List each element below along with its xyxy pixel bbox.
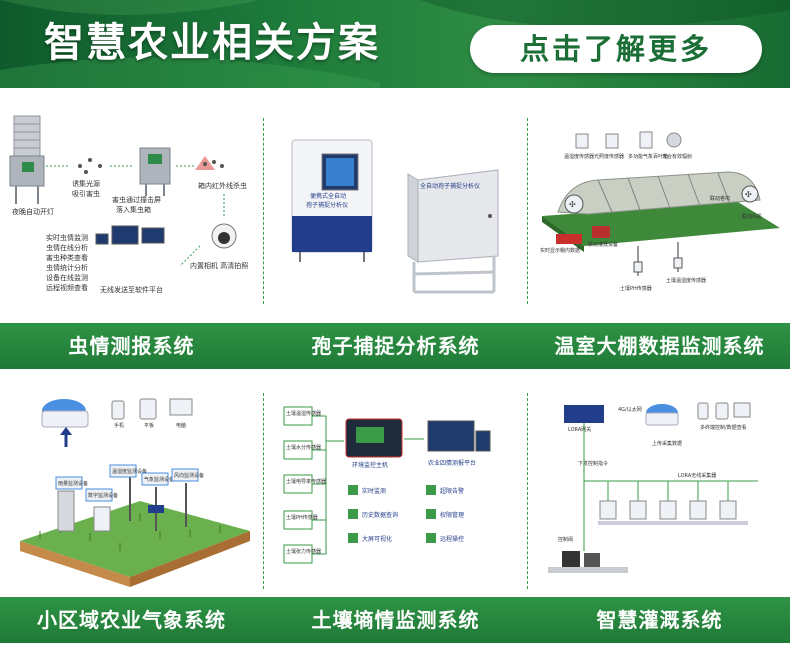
upload-label: 无线发送至软件平台 <box>100 285 163 294</box>
soil-feature: 大屏可视化 <box>362 535 392 543</box>
irrigation-illustration: LORA网关 4G/以太网 多终端控制/数据查看 上传采集数据 下发控制指令 L… <box>528 381 790 597</box>
weather-sensor: 数字监测设备 <box>88 492 118 499</box>
net-label: 4G/以太网 <box>618 406 642 413</box>
screen-label-2: 落入集虫箱 <box>116 205 151 214</box>
gh-sensor: 多功能气象百叶箱 <box>628 153 668 160</box>
row-gap <box>0 369 790 381</box>
fan-label: 联动风机 <box>742 213 762 220</box>
infrared-label: 箱内红外线杀虫 <box>198 181 247 190</box>
soil-temp-label: 土壤温湿度传感器 <box>666 277 706 284</box>
soil-feature: 权限管理 <box>440 511 464 519</box>
device-label: 手机 <box>114 422 124 429</box>
spore-cabinet-label: 全自动孢子捕捉分析仪 <box>420 182 480 190</box>
gh-sensor: 温湿度传感器 <box>564 153 594 160</box>
night-lamp-label: 夜晚自动开灯 <box>12 207 54 216</box>
device-label: 平板 <box>144 422 154 429</box>
soil-feature: 实时监测 <box>362 487 386 495</box>
weather-sensor: 气象监测设备 <box>144 476 174 483</box>
solution-label-band-1: 虫情测报系统 孢子捕捉分析系统 温室大棚数据监测系统 <box>0 323 790 369</box>
soil-monitoring-illustration: 土壤温湿传感器 土壤水分传感器 土壤电导率传感器 土壤PH传感器 土壤张力传感器… <box>264 381 527 597</box>
soil-sensor: 土壤电导率传感器 <box>286 478 326 485</box>
leaf-background <box>0 0 790 88</box>
solution-label-band-2: 小区域农业气象系统 土壤墒情监测系统 智慧灌溉系统 <box>0 597 790 643</box>
irrigation-system-label[interactable]: 智慧灌溉系统 <box>596 608 723 632</box>
gh-sensor: 光照度传感器 <box>594 153 624 160</box>
learn-more-button[interactable]: 点击了解更多 <box>470 25 762 73</box>
soil-sensor: 土壤水分传感器 <box>286 444 321 451</box>
gh-irrigation-label: 联动灌溉设备 <box>588 241 618 248</box>
weather-sensor: 风向监测设备 <box>174 472 204 479</box>
soil-sensor: 土壤温湿传感器 <box>286 410 321 417</box>
pest-feature: 虫情统计分析 <box>46 263 88 272</box>
weather-sensor: 雨量监测设备 <box>58 480 88 487</box>
pest-feature: 远程视频查看 <box>46 283 88 292</box>
screen-label: 害虫通过撞击屏 <box>112 195 161 204</box>
pest-feature: 实时虫情监测 <box>46 233 88 242</box>
host-label: 环境监控主机 <box>352 461 388 469</box>
divider <box>527 393 528 589</box>
soil-ph-label: 土壤PH传感器 <box>620 285 652 292</box>
divider <box>263 393 264 589</box>
uplink-label: 上传采集数据 <box>652 440 682 447</box>
header-banner: 智慧农业相关方案 点击了解更多 <box>0 0 790 88</box>
lure-label-2: 吸引害虫 <box>72 189 100 198</box>
pest-system-label[interactable]: 虫情测报系统 <box>68 334 195 358</box>
soil-feature: 超限告警 <box>440 487 464 495</box>
spore-front-label: 便携式全自动 <box>310 192 346 200</box>
divider <box>527 118 528 304</box>
camera-label: 内置相机 高清拍照 <box>190 261 248 270</box>
pest-feature: 害虫种类查看 <box>46 253 88 262</box>
weather-station-illustration: 手机 平板 电脑 雨量监测设备 数字监测设备 温湿度监测设备 <box>0 381 263 597</box>
downlink-label: 下发控制指令 <box>578 460 608 467</box>
soil-system-label[interactable]: 土壤墒情监测系统 <box>311 608 480 632</box>
greenhouse-system-label[interactable]: 温室大棚数据监测系统 <box>554 334 765 358</box>
soil-feature: 远程操控 <box>440 535 464 543</box>
platform-label: 农业四情测报平台 <box>428 459 476 467</box>
terminal-label: 多终端控制/数据查看 <box>700 424 747 431</box>
lora-label: LORA网关 <box>568 426 591 433</box>
weather-sensor: 温湿度监测设备 <box>112 468 147 475</box>
pest-feature: 虫情在线分析 <box>46 243 88 252</box>
soil-sensor: 土壤张力传感器 <box>286 548 321 555</box>
pest-feature-list: 实时虫情监测 虫情在线分析 害虫种类查看 虫情统计分析 设备在线监测 远程视频查… <box>46 233 88 292</box>
pump-label: 控制阀 <box>558 536 573 543</box>
spore-system-label[interactable]: 孢子捕捉分析系统 <box>311 334 480 358</box>
device-label: 电脑 <box>176 422 186 429</box>
pest-feature: 设备在线监测 <box>46 273 88 282</box>
svg-text:✣: ✣ <box>745 190 752 199</box>
pest-monitoring-illustration: 夜晚自动开灯 诱集光源 吸引害虫 害虫通过撞击屏 落入集虫箱 箱内红外线杀虫 内… <box>0 96 263 322</box>
nodes-label: LORA无线采集器 <box>678 472 716 479</box>
spore-front-label-2: 孢子捕捉分析仪 <box>306 201 348 209</box>
divider <box>263 118 264 304</box>
gh-sensor: 光合有效辐射 <box>662 153 692 160</box>
weather-system-label[interactable]: 小区域农业气象系统 <box>37 608 226 632</box>
soil-sensor: 土壤PH传感器 <box>286 514 318 521</box>
lure-label: 诱集光源 <box>72 179 100 188</box>
svg-text:✣: ✣ <box>569 200 576 209</box>
spore-analyzer-illustration: 便携式全自动 孢子捕捉分析仪 全自动孢子捕捉分析仪 <box>264 96 527 322</box>
gh-display-label: 实时显示棚内数据 <box>540 247 580 254</box>
soil-feature: 历史数据查询 <box>362 511 398 519</box>
page-title: 智慧农业相关方案 <box>44 20 380 66</box>
curtain-label: 联动卷帘 <box>710 195 730 202</box>
greenhouse-illustration: 温湿度传感器 光照度传感器 多功能气象百叶箱 光合有效辐射 ✣ ✣ 联动风机 联… <box>528 96 790 322</box>
